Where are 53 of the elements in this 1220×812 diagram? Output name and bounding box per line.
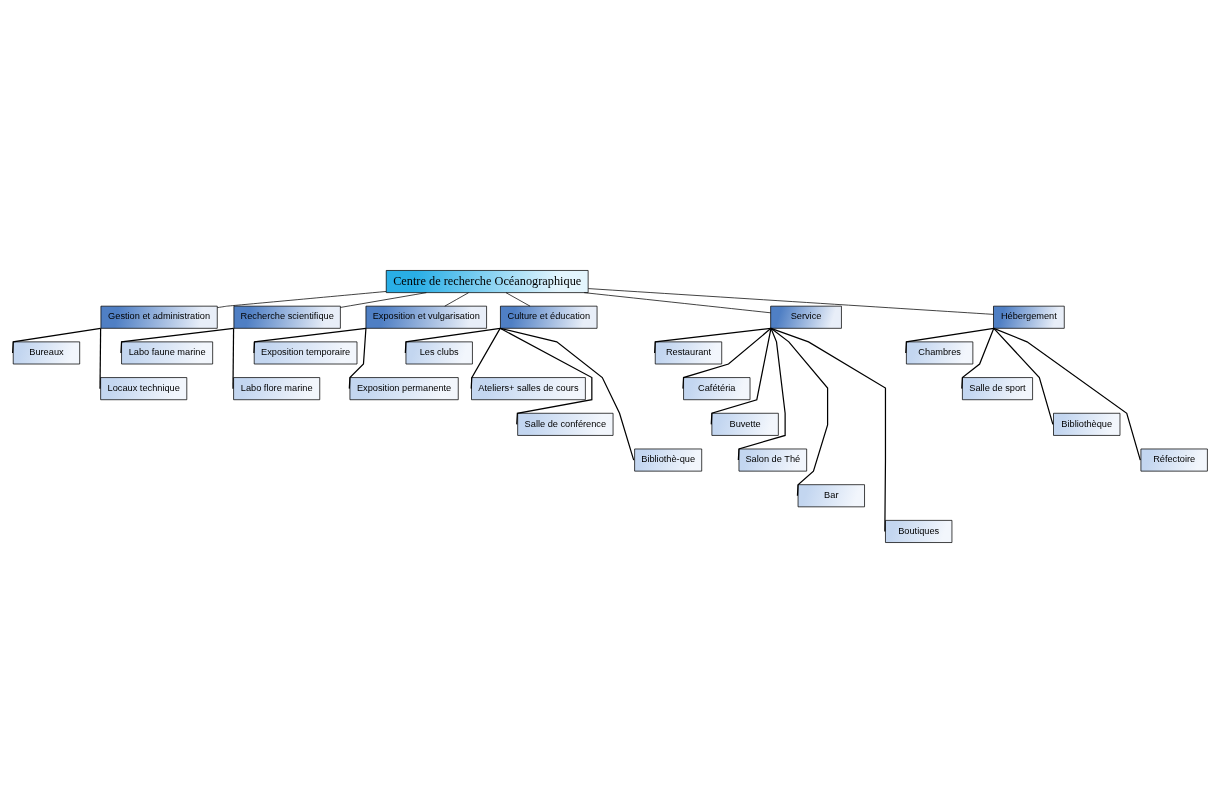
connector [737, 327, 786, 461]
connector [232, 327, 235, 389]
node-box: Chambres [906, 341, 974, 364]
connector [682, 327, 772, 389]
connector [710, 327, 772, 425]
connector [348, 327, 367, 389]
connector [993, 327, 1054, 425]
node-box: Labo faune marine [121, 341, 214, 364]
connector [499, 327, 635, 461]
node-box: Service [770, 305, 842, 329]
node-box: Salle de conférence [517, 412, 614, 436]
connector [905, 327, 995, 354]
node-box: Exposition temporaire [253, 341, 358, 364]
node-box: Restaurant [654, 341, 723, 364]
connector [583, 291, 771, 313]
node-box: Bibliothèque [1053, 412, 1121, 436]
node-box: Culture et éducation [500, 305, 598, 329]
connector [961, 327, 995, 389]
connector [340, 291, 427, 308]
connector [404, 327, 501, 354]
connector [499, 327, 593, 425]
connector [470, 327, 501, 389]
node-box: Salon de Thé [738, 448, 808, 471]
connector [505, 291, 531, 307]
node-box: Exposition et vulgarisation [365, 305, 487, 329]
node-box: Les clubs [405, 341, 473, 364]
node-box: Exposition permanente [349, 376, 459, 400]
connector [770, 327, 829, 496]
node-box: Recherche scientifique [233, 305, 341, 329]
node-box: Bibliothè-que [634, 448, 703, 471]
connector [12, 327, 102, 354]
node-box: Hébergement [993, 305, 1065, 329]
node-box: Buvette [711, 412, 779, 436]
node-box: Gestion et administration [100, 305, 218, 329]
node-box: Réfectoire [1140, 448, 1208, 471]
connector [587, 287, 994, 315]
connector [217, 290, 387, 308]
connector [253, 327, 367, 354]
node-box: Centre de recherche Océanographique [385, 269, 589, 293]
node-box: Bar [797, 483, 865, 507]
connector [654, 327, 772, 354]
node-box: Labo flore marine [233, 376, 321, 400]
node-box: Salle de sport [962, 376, 1033, 400]
connector [120, 327, 235, 354]
node-box: Ateliers+ salles de cours [471, 376, 586, 400]
connector [993, 327, 1141, 461]
connector [770, 327, 887, 532]
node-box: Cafétéria [683, 376, 751, 400]
node-box: Boutiques [885, 519, 953, 543]
connector [99, 327, 102, 389]
node-box: Bureaux [12, 341, 81, 364]
connector [444, 291, 469, 307]
node-box: Locaux technique [100, 376, 188, 400]
